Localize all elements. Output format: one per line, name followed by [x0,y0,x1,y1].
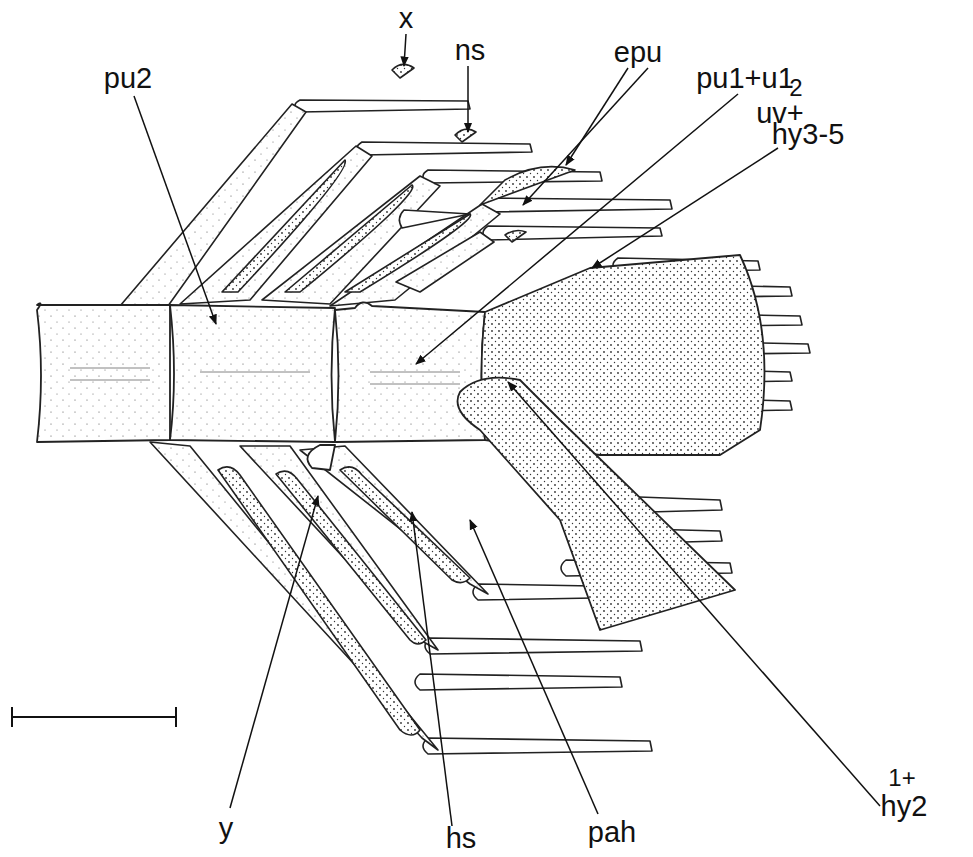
part-label: hy2 [881,792,928,821]
part-label: ns [455,36,486,65]
leader-lines [134,34,880,826]
scale-bar [12,707,176,727]
part-label: y [219,814,234,843]
part-label: 1+ [888,766,915,790]
part-label: hy3-5 [772,120,845,149]
part-label: pu2 [104,64,152,93]
part-label: epu [614,38,662,67]
part-label: x [399,4,414,33]
part-label: pu1+u1 [696,64,794,93]
part-label: hs [446,823,477,852]
part-label: 2 [789,76,802,100]
vertebrae [37,255,765,630]
part-label: pah [588,818,636,847]
fin-rays [295,100,810,754]
